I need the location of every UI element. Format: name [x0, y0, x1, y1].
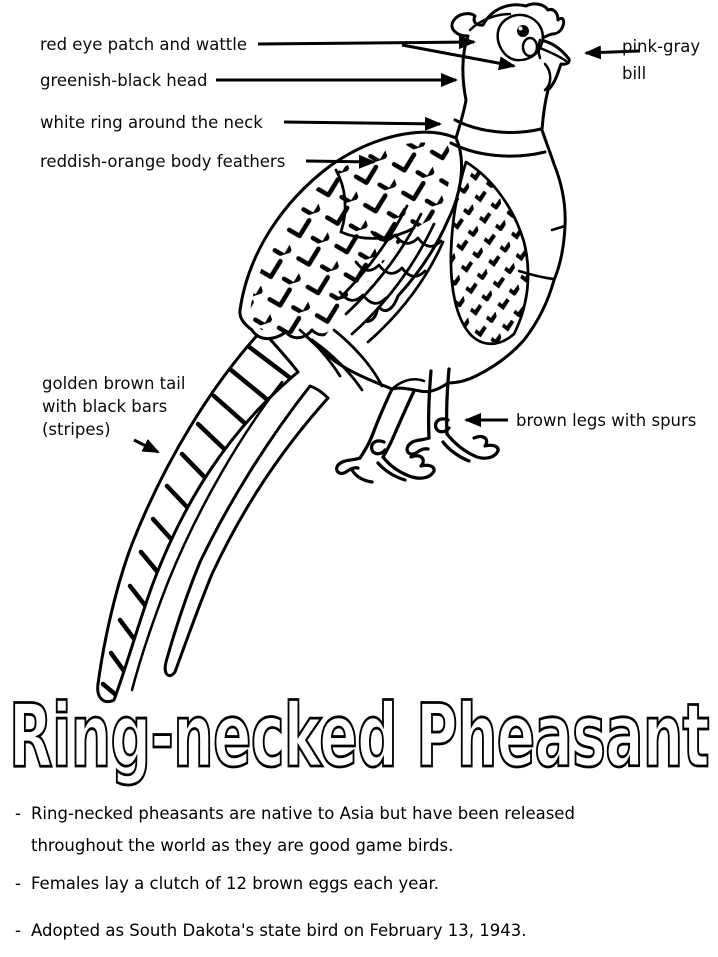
left-spur	[370, 439, 387, 456]
bullet-dash: -	[15, 921, 21, 940]
neck-ring-lines	[449, 118, 547, 158]
neck-ring-arrow	[283, 116, 442, 131]
bullet-dash: -	[15, 804, 21, 823]
body-feathers-arrow	[305, 154, 376, 169]
label-tail-line1: golden brown tail	[42, 374, 185, 393]
label-tail-line2: with black bars	[42, 397, 167, 416]
legs	[335, 367, 500, 484]
bill-mouth-line	[538, 46, 568, 63]
bill-arrow	[584, 45, 641, 60]
wing-scallop-rows	[338, 230, 443, 305]
right-spur	[434, 417, 451, 434]
crest-line	[468, 12, 512, 32]
fact-item: - Ring-necked pheasants are native to As…	[15, 798, 615, 862]
breast-patch	[449, 160, 530, 346]
eye-patch-arrow	[257, 35, 476, 50]
eye	[517, 25, 529, 37]
flank-plumes	[298, 328, 384, 392]
label-eye-patch: red eye patch and wattle	[40, 35, 247, 54]
head-details	[468, 12, 568, 92]
wing-feather-checks	[250, 142, 451, 334]
fact-text: Ring-necked pheasants are native to Asia…	[30, 804, 575, 856]
wattle-arrow	[401, 43, 516, 71]
tail	[96, 328, 330, 704]
bill-base-line	[537, 38, 542, 60]
wing	[238, 130, 464, 344]
label-tail-line3: (stripes)	[42, 420, 111, 439]
callout-labels: red eye patch and wattle greenish-black …	[40, 35, 700, 439]
label-legs: brown legs with spurs	[516, 411, 696, 430]
diagram-area: red eye patch and wattle greenish-black …	[8, 2, 711, 788]
bullet-dash: -	[15, 874, 21, 893]
loral-patch	[521, 36, 539, 58]
label-bill-line1: pink-gray	[622, 37, 700, 56]
wattle-line	[543, 62, 552, 92]
pheasant-diagram: red eye patch and wattle greenish-black …	[8, 2, 711, 788]
fact-text: Adopted as South Dakota's state bird on …	[30, 921, 527, 940]
pheasant-illustration	[96, 2, 571, 704]
callout-arrows	[133, 35, 641, 454]
eye-highlight	[518, 26, 523, 31]
tail-shaft-line	[130, 380, 284, 692]
fact-item: - Adopted as South Dakota's state bird o…	[15, 915, 615, 947]
label-head: greenish-black head	[40, 71, 207, 90]
wing-secondary-lines	[338, 204, 445, 344]
fact-text: Females lay a clutch of 12 brown eggs ea…	[30, 874, 439, 893]
tail-arrow	[133, 438, 160, 454]
label-bill-line2: bill	[622, 64, 646, 83]
label-body-feathers: reddish-orange body feathers	[40, 152, 285, 171]
tail-inner-feather	[163, 384, 330, 678]
fact-item: - Females lay a clutch of 12 brown eggs …	[15, 868, 615, 900]
page-title: Ring-necked Pheasant	[9, 685, 709, 787]
label-neck-ring: white ring around the neck	[40, 113, 263, 132]
